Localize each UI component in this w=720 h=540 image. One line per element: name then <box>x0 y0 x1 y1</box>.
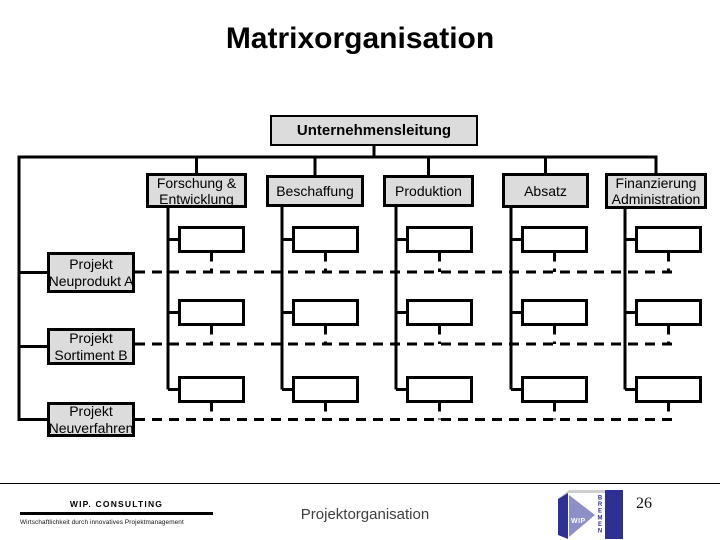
project-box-sortiment-b: Projekt Sortiment B <box>47 328 135 365</box>
logo-right-face <box>605 490 623 539</box>
logo-city-letter-r: R <box>598 502 603 508</box>
logo-acronym-text: WIP <box>571 518 586 525</box>
dept-box-beschaffung: Beschaffung <box>266 175 364 207</box>
logo-left-face <box>558 493 568 539</box>
matrix-cell-r3-c4 <box>521 376 588 403</box>
dept-box-finanzierung-administration: Finanzierung Administration <box>605 173 707 209</box>
slide-title: Matrixorganisation <box>225 22 495 55</box>
footer-divider <box>0 483 720 484</box>
logo-city-letter-m: M <box>598 515 603 521</box>
logo-city-letter-b: B <box>598 496 603 502</box>
matrix-cell-r3-c3 <box>406 376 473 403</box>
matrix-cell-r3-c2 <box>292 376 359 403</box>
matrix-cell-r1-c1 <box>178 226 245 253</box>
matrix-cell-r1-c5 <box>635 226 702 253</box>
dept-box-forschung-entwicklung: Forschung & Entwicklung <box>146 173 247 208</box>
matrix-cell-r3-c1 <box>178 376 245 403</box>
dept-box-absatz: Absatz <box>502 173 589 208</box>
dept-box-produktion: Produktion <box>383 175 474 207</box>
footer-section-title: Projektorganisation <box>300 506 430 523</box>
logo-city-letter-n: N <box>598 529 602 535</box>
footer-tagline: Wirtschaftlichkeit durch innovatives Pro… <box>20 519 184 526</box>
matrix-cell-r1-c2 <box>292 226 359 253</box>
matrix-cell-r1-c3 <box>406 226 473 253</box>
matrix-cell-r2-c5 <box>635 299 702 326</box>
logo-triangle <box>569 495 595 537</box>
matrix-cell-r3-c5 <box>635 376 702 403</box>
footer-brand-rule <box>20 512 213 515</box>
matrix-cell-r2-c4 <box>521 299 588 326</box>
matrix-cell-r1-c4 <box>521 226 588 253</box>
matrix-cell-r2-c3 <box>406 299 473 326</box>
project-box-neuprodukt-a: Projekt Neuprodukt A <box>47 252 135 293</box>
matrix-cell-r2-c2 <box>292 299 359 326</box>
page-number: 26 <box>636 495 652 512</box>
logo-city-letter-e: E <box>598 522 602 528</box>
top-box-unternehmensleitung: Unternehmensleitung <box>270 115 478 146</box>
matrix-cell-r2-c1 <box>178 299 245 326</box>
footer-brand: WIP. CONSULTING <box>69 499 164 509</box>
project-box-neuverfahren: Projekt Neuverfahren <box>47 402 135 437</box>
logo-city-letter-e: E <box>598 509 602 515</box>
